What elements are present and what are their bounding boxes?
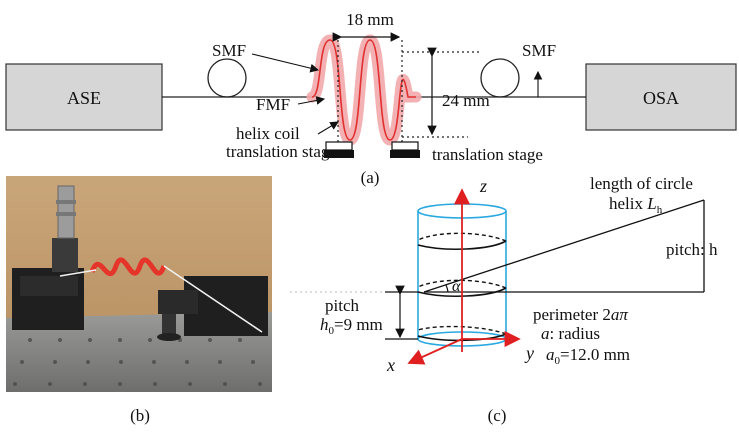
ase-box xyxy=(5,63,163,131)
pitch-h0: h0=9 mm xyxy=(320,315,383,337)
z-axis-label: z xyxy=(479,176,487,196)
ase-label: ASE xyxy=(67,88,101,108)
length-line2: helix Lh xyxy=(609,194,663,216)
caption-c: (c) xyxy=(488,406,507,425)
stage-left xyxy=(324,141,354,158)
width-label: 18 mm xyxy=(346,10,394,29)
caption-b: (b) xyxy=(130,406,150,425)
smf-left-pointer xyxy=(251,53,320,73)
osa-box xyxy=(585,63,737,131)
stage-left-label: translation stage xyxy=(226,142,337,161)
helix-front-3 xyxy=(417,333,507,342)
perimeter-label: perimeter 2aπ xyxy=(533,305,628,324)
pitch-h-label: pitch: h xyxy=(666,240,718,259)
a0-label: a0=12.0 mm xyxy=(546,345,630,367)
smf-loop-right xyxy=(480,58,520,98)
stage-right xyxy=(390,141,420,158)
radius-label: a: radius xyxy=(541,324,600,343)
helix-front xyxy=(417,240,507,251)
smf-left-label: SMF xyxy=(212,41,246,60)
panel-c: α z y x length of circle helix Lh pitch:… xyxy=(290,174,718,425)
helix-fiber xyxy=(311,39,416,141)
fmf-pointer xyxy=(297,96,326,105)
pitch-label: pitch xyxy=(325,296,359,315)
height-label: 24 mm xyxy=(442,91,490,110)
triangle-hypotenuse xyxy=(423,199,705,293)
x-axis-label: x xyxy=(386,355,395,375)
fmf-label: FMF xyxy=(256,95,290,114)
stage-right-label: translation stage xyxy=(432,145,543,164)
length-line1: length of circle xyxy=(590,174,693,193)
x-axis xyxy=(407,338,463,365)
panel-b-photo xyxy=(6,176,272,392)
panel-a: ASE OSA 18 mm 24 mm SMF SMF FMF heli xyxy=(5,10,737,187)
caption-a: (a) xyxy=(361,168,380,187)
smf-right-label: SMF xyxy=(522,41,556,60)
smf-loop-left xyxy=(207,58,247,98)
y-axis-label: y xyxy=(524,343,534,363)
osa-label: OSA xyxy=(643,88,679,108)
helix-coil-label: helix coil xyxy=(236,124,300,143)
helix-coil-pointer xyxy=(317,121,339,135)
angle-symbol: α xyxy=(452,278,461,295)
helix-front-2 xyxy=(417,287,507,298)
angle-arc xyxy=(445,284,449,293)
